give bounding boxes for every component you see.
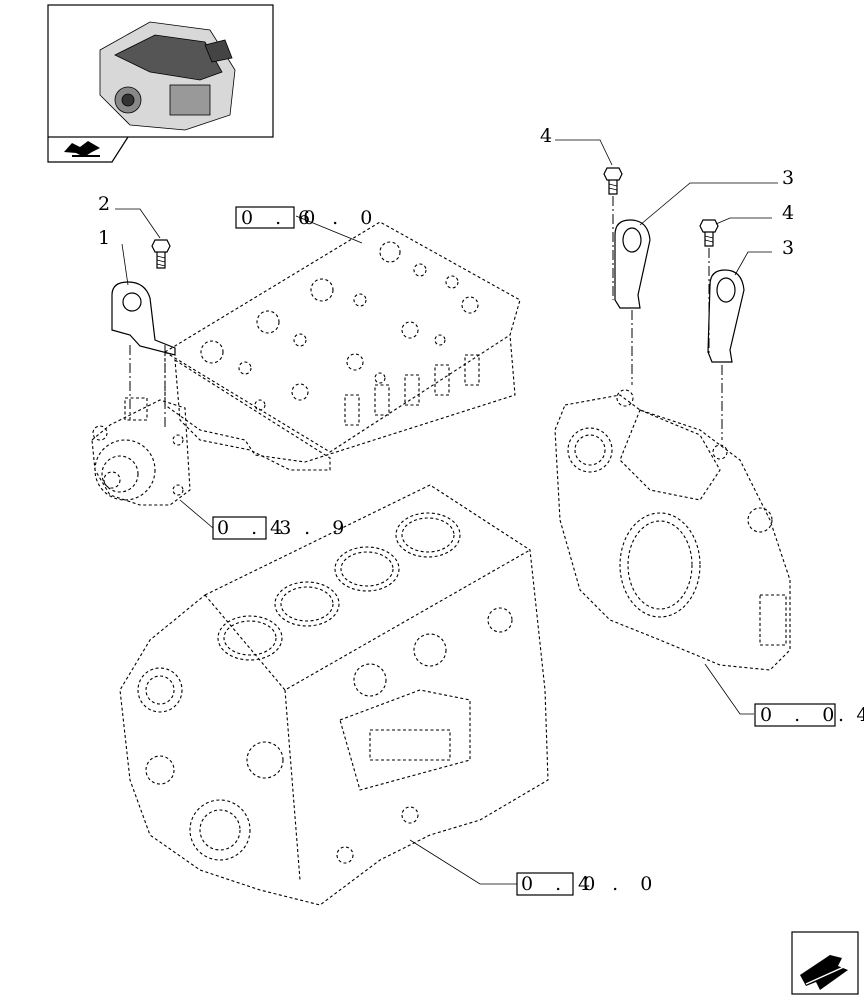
svg-text:0 . 3: 0 . 3 xyxy=(217,517,299,539)
engine-block xyxy=(119,484,549,906)
bolt-2 xyxy=(151,239,171,269)
svg-text:6 . 0: 6 . 0 xyxy=(298,207,380,229)
callout-3b: 3 xyxy=(782,237,794,259)
ref-engine-block[interactable]: 0 . 0 4 . 0 xyxy=(516,872,660,896)
callout-2: 2 xyxy=(98,193,110,215)
lifting-eye-3a xyxy=(614,219,651,385)
bolt-4b xyxy=(699,219,719,355)
callout-4b: 4 xyxy=(782,202,794,224)
nav-bookmark-tab[interactable] xyxy=(47,136,129,163)
svg-text:4 . 0: 4 . 0 xyxy=(578,873,660,895)
water-pump xyxy=(91,397,191,506)
leader-lines xyxy=(115,139,778,885)
svg-text:4 . 9: 4 . 9 xyxy=(270,517,352,539)
svg-text:0 . 0: 0 . 0 xyxy=(521,873,603,895)
next-page-arrow-icon[interactable] xyxy=(791,931,859,995)
callout-3a: 3 xyxy=(782,167,794,189)
ref-cylinder-head[interactable]: 0 . 0 6 . 0 xyxy=(235,206,380,229)
svg-text:0 . 0 4: 0 . 0 4 xyxy=(760,704,864,726)
cylinder-head xyxy=(164,221,521,471)
lifting-eye-3b xyxy=(707,269,745,440)
ref-water-pump[interactable]: 0 . 3 4 . 9 xyxy=(212,516,352,540)
flywheel-housing xyxy=(554,389,791,671)
callout-1: 1 xyxy=(98,227,110,249)
lifting-bracket-1 xyxy=(111,281,176,430)
svg-text:0 . 0: 0 . 0 xyxy=(241,207,323,229)
svg-text:. 3: . 3 xyxy=(838,704,864,726)
engine-thumbnail xyxy=(47,4,274,138)
bolt-4a xyxy=(603,167,623,300)
callout-4a: 4 xyxy=(540,125,552,147)
ref-flywheel-housing[interactable]: 0 . 0 4 . 3 xyxy=(754,703,864,727)
